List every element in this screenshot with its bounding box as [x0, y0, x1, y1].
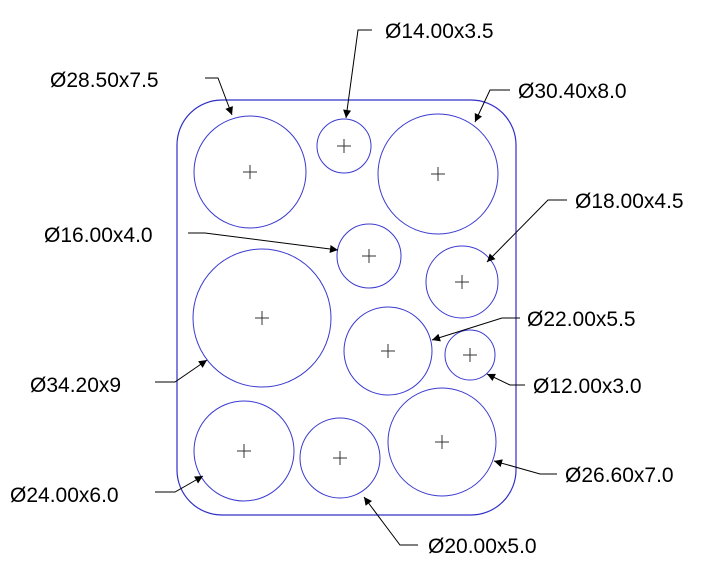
center-mark-icon [237, 444, 251, 458]
leader-h5 [486, 199, 567, 263]
label-h6: Ø34.20x9 [30, 374, 121, 397]
hole-8 [444, 329, 496, 381]
center-mark-icon [435, 435, 449, 449]
label-h5: Ø18.00x4.5 [575, 190, 684, 213]
hole-1 [193, 115, 307, 229]
leader-h8 [486, 373, 525, 386]
label-h2: Ø14.00x3.5 [385, 20, 494, 43]
hole-11 [387, 387, 497, 497]
hole-2 [316, 118, 372, 174]
label-h1: Ø28.50x7.5 [50, 69, 159, 92]
label-h9: Ø24.00x6.0 [10, 484, 119, 507]
hole-5 [425, 245, 499, 319]
label-h4: Ø16.00x4.0 [44, 224, 153, 247]
hole-10 [299, 417, 381, 499]
leader-h1 [205, 77, 233, 116]
label-h8: Ø12.00x3.0 [533, 375, 642, 398]
leader-h6 [155, 359, 208, 383]
hole-4 [336, 223, 402, 289]
label-h11: Ø26.60x7.0 [565, 464, 674, 487]
center-mark-icon [333, 451, 347, 465]
hole-7 [343, 306, 433, 396]
center-mark-icon [243, 165, 257, 179]
hole-9 [193, 400, 295, 502]
label-h3: Ø30.40x8.0 [518, 80, 627, 103]
center-mark-icon [337, 139, 351, 153]
leaders [155, 29, 567, 546]
center-mark-icon [381, 344, 395, 358]
leader-h3 [474, 89, 510, 123]
leader-h7 [431, 317, 520, 342]
center-mark-icon [431, 167, 445, 181]
leader-h9 [155, 475, 204, 493]
label-h10: Ø20.00x5.0 [428, 535, 537, 558]
center-mark-icon [455, 275, 469, 289]
leader-h10 [363, 496, 418, 546]
hole-3 [377, 113, 499, 235]
label-h7: Ø22.00x5.5 [527, 308, 636, 331]
hole-6 [192, 248, 332, 388]
center-mark-icon [255, 311, 269, 325]
plate-outline [176, 99, 517, 516]
leader-h4 [188, 232, 339, 253]
center-mark-icon [362, 249, 376, 263]
leader-h11 [493, 459, 557, 475]
leader-h2 [343, 29, 372, 119]
center-mark-icon [463, 348, 477, 362]
